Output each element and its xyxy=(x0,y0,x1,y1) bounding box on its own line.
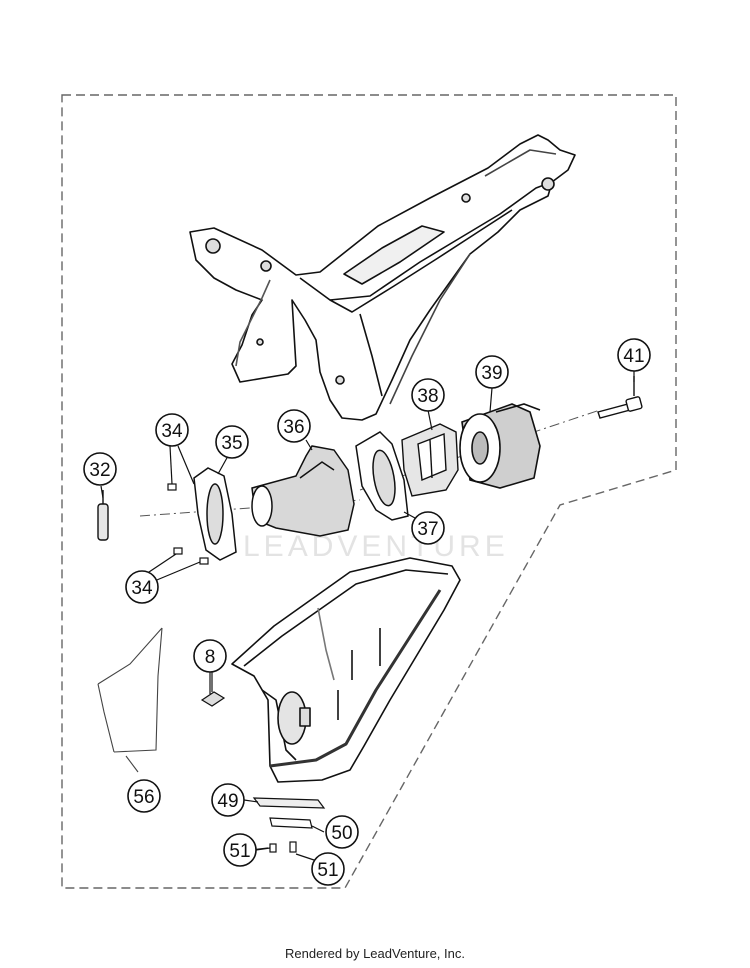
callout-39: 39 xyxy=(475,355,509,389)
airbox-housing xyxy=(231,557,461,783)
part-8-clip xyxy=(200,672,226,707)
svg-text:49: 49 xyxy=(217,791,238,812)
callout-37: 37 xyxy=(411,511,445,545)
callout-34-lower: 34 xyxy=(125,570,159,604)
svg-text:38: 38 xyxy=(417,386,438,407)
svg-text:34: 34 xyxy=(161,421,183,442)
callout-34-upper: 34 xyxy=(155,413,189,447)
part-34-bolts xyxy=(167,483,209,565)
svg-text:56: 56 xyxy=(133,787,154,808)
part-51-screws xyxy=(255,841,297,853)
part-41-bolt xyxy=(597,376,643,419)
rear-subframe xyxy=(189,134,576,421)
svg-text:37: 37 xyxy=(417,519,438,540)
svg-text:8: 8 xyxy=(205,647,216,668)
svg-text:50: 50 xyxy=(331,823,352,844)
svg-text:32: 32 xyxy=(89,460,110,481)
leader-lines xyxy=(100,370,635,863)
part-39-air-filter xyxy=(459,403,541,489)
callout-56: 56 xyxy=(127,779,161,813)
svg-text:41: 41 xyxy=(623,346,644,367)
callout-50: 50 xyxy=(325,815,359,849)
callout-32: 32 xyxy=(83,452,117,486)
part-49-pad xyxy=(252,797,326,809)
callout-38: 38 xyxy=(411,378,445,412)
callout-8: 8 xyxy=(193,639,227,673)
part-32-clamp xyxy=(97,490,109,541)
part-36-intake-boot xyxy=(251,445,355,537)
part-50-plate xyxy=(269,817,313,829)
part-35-flange xyxy=(193,467,237,561)
group-boundary xyxy=(61,94,677,889)
svg-text:39: 39 xyxy=(481,363,502,384)
svg-text:51: 51 xyxy=(317,860,338,881)
part-37-gasket xyxy=(355,431,409,521)
callout-35: 35 xyxy=(215,425,249,459)
part-38-filter-cage xyxy=(401,423,459,497)
callout-49: 49 xyxy=(211,783,245,817)
svg-text:34: 34 xyxy=(131,578,153,599)
svg-text:36: 36 xyxy=(283,417,304,438)
watermark: LEADVENTURE xyxy=(243,530,509,563)
svg-text:35: 35 xyxy=(221,433,242,454)
svg-text:51: 51 xyxy=(229,841,250,862)
callout-36: 36 xyxy=(277,409,311,443)
footer-credit: Rendered by LeadVenture, Inc. xyxy=(285,946,465,961)
callout-41: 41 xyxy=(617,338,651,372)
callout-51-left: 51 xyxy=(223,833,257,867)
callout-51-right: 51 xyxy=(311,852,345,886)
part-56-side-panel xyxy=(97,627,163,773)
